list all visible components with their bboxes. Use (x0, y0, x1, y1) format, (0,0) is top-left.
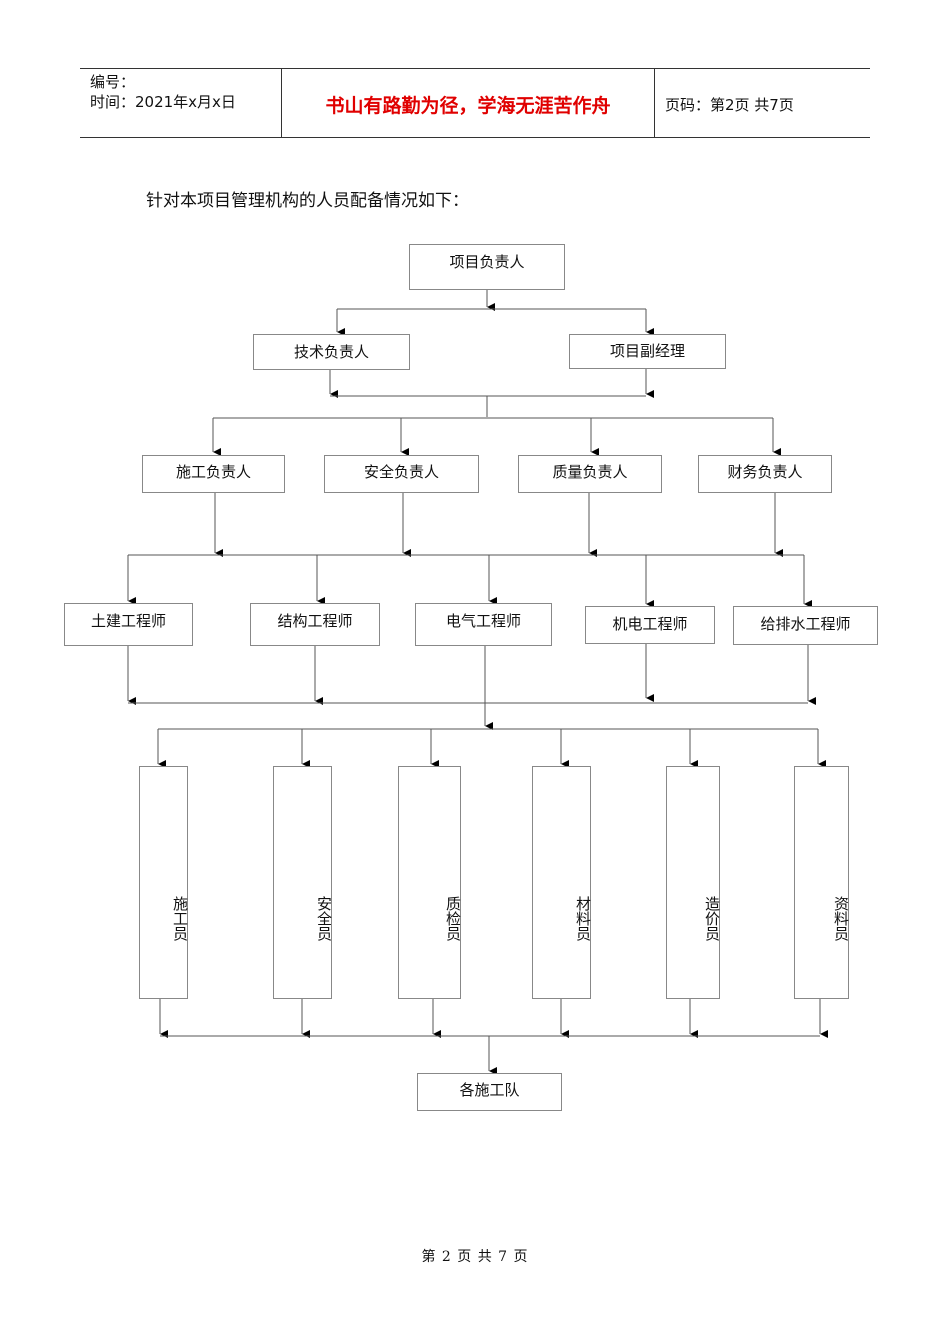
org-box-level4: 土建工程师 (64, 603, 193, 646)
org-box-level4: 给排水工程师 (733, 606, 878, 645)
org-box-level2: 项目副经理 (569, 334, 726, 369)
header-page-number: 页码：第2页 共7页 (665, 96, 794, 114)
header-divider (654, 69, 655, 137)
header-meta: 编号： 时间：2021年x月x日 (90, 72, 236, 112)
org-box-level5: 质检员 (398, 766, 462, 999)
header-number: 编号： (90, 73, 136, 91)
org-box-bottom: 各施工队 (417, 1073, 562, 1111)
page-header: 编号： 时间：2021年x月x日 书山有路勤为径，学海无涯苦作舟 页码：第2页 … (80, 68, 870, 138)
intro-text: 针对本项目管理机构的人员配备情况如下： (146, 191, 469, 211)
org-box-level5: 施工员 (139, 766, 189, 999)
org-box-level3: 施工负责人 (142, 455, 285, 493)
org-box-level4: 电气工程师 (415, 603, 552, 646)
header-divider (281, 69, 282, 137)
org-box-level2: 技术负责人 (253, 334, 410, 370)
org-box-level4: 结构工程师 (250, 603, 380, 646)
org-box-level5: 材料员 (532, 766, 592, 999)
org-box-level3: 质量负责人 (518, 455, 662, 493)
org-box-level5: 安全员 (273, 766, 333, 999)
org-box-level5: 造价员 (666, 766, 721, 999)
org-box-level4: 机电工程师 (585, 606, 715, 644)
page-footer: 第 2 页 共 7 页 (421, 1249, 529, 1265)
org-box-level3: 财务负责人 (698, 455, 832, 493)
org-box-level5: 资料员 (794, 766, 850, 999)
header-time: 时间：2021年x月x日 (90, 93, 236, 111)
org-box-top: 项目负责人 (409, 244, 565, 290)
header-motto: 书山有路勤为径，学海无涯苦作舟 (325, 95, 611, 117)
org-box-level3: 安全负责人 (324, 455, 479, 493)
